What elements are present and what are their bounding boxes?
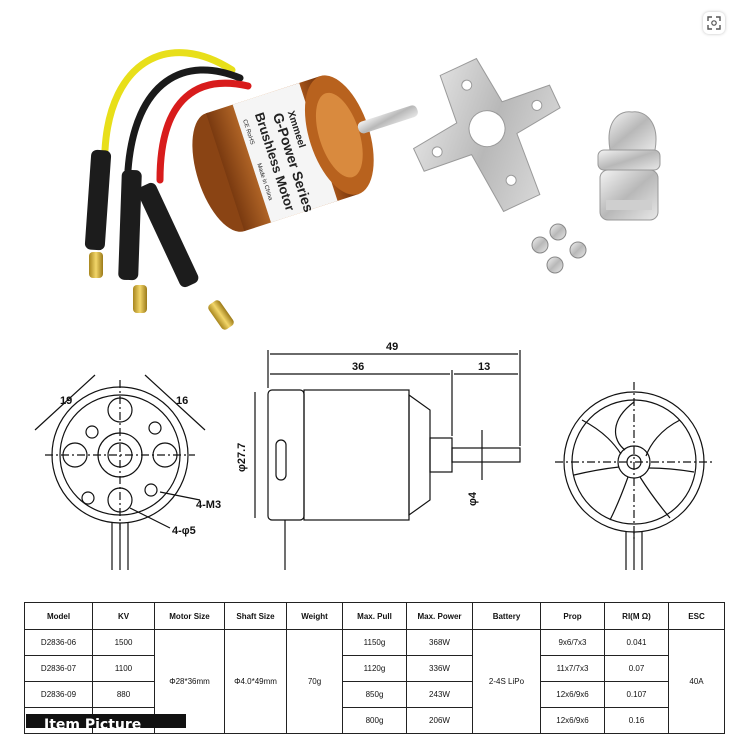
dim-shaft-dia: φ4 [467, 491, 479, 506]
cell-prop: 11x7/7x3 [540, 655, 605, 682]
dim-front-left: 19 [60, 395, 72, 407]
note-m3: 4-M3 [196, 499, 221, 511]
cell-prop: 9x6/7x3 [540, 629, 605, 656]
section-banner: Item Picture [26, 714, 186, 728]
dim-diameter: φ27.7 [236, 443, 248, 472]
prop-adapter [597, 111, 661, 221]
table-row: D2836-09 880 850g 243W 12x6/9x6 0.107 [24, 681, 725, 708]
motor-body: G-Power Series Brushless Motor Xmmeel CE… [192, 75, 418, 232]
rear-view [555, 382, 713, 570]
product-photo: G-Power Series Brushless Motor Xmmeel CE… [84, 49, 661, 330]
screws [531, 223, 587, 274]
header-prop: Prop [540, 602, 605, 630]
header-max-pull: Max. Pull [342, 602, 407, 630]
x-mount [412, 57, 561, 213]
cell-model: D2836-09 [24, 681, 93, 708]
cell-pull: 800g [342, 707, 407, 734]
cell-pull: 1120g [342, 655, 407, 682]
scan-icon[interactable] [703, 12, 725, 34]
cell-esc: 40A [668, 629, 725, 734]
cell-kv: 880 [92, 681, 155, 708]
dim-overall: 49 [386, 341, 398, 353]
dim-shaft: 13 [478, 361, 490, 373]
cell-ri: 0.107 [604, 681, 669, 708]
header-max-power: Max. Power [406, 602, 473, 630]
header-ri: RI(M Ω) [604, 602, 669, 630]
table-row: D2836-06 1500 Φ28*36mm Φ4.0*49mm 70g 115… [24, 629, 725, 734]
cell-power: 368W [406, 629, 473, 656]
header-kv: KV [92, 602, 155, 630]
dim-front-right: 16 [176, 395, 188, 407]
cell-ri: 0.16 [604, 707, 669, 734]
cell-model: D2836-07 [24, 655, 93, 682]
cell-kv: 1100 [92, 655, 155, 682]
table-header-row: Model KV Motor Size Shaft Size Weight Ma… [24, 602, 725, 630]
cell-power: 243W [406, 681, 473, 708]
technical-drawing: 19 16 4-M3 4-φ5 49 36 13 φ27.7 φ4 [34, 341, 713, 570]
cell-ri: 0.041 [604, 629, 669, 656]
cell-power: 336W [406, 655, 473, 682]
front-view [34, 374, 206, 570]
bullet-connectors [84, 149, 234, 330]
header-shaft-size: Shaft Size [224, 602, 287, 630]
cell-battery: 2-4S LiPo [472, 629, 541, 734]
note-holes: 4-φ5 [172, 525, 196, 537]
header-battery: Battery [472, 602, 541, 630]
header-weight: Weight [286, 602, 343, 630]
motor-wires [101, 49, 252, 184]
cell-model: D2836-06 [24, 629, 93, 656]
cell-prop: 12x6/9x6 [540, 681, 605, 708]
cell-pull: 1150g [342, 629, 407, 656]
cell-shaft-size: Φ4.0*49mm [224, 629, 287, 734]
header-model: Model [24, 602, 93, 630]
cell-kv: 1500 [92, 629, 155, 656]
cell-weight: 70g [286, 629, 343, 734]
cell-pull: 850g [342, 681, 407, 708]
dim-body: 36 [352, 361, 364, 373]
cell-prop: 12x6/9x6 [540, 707, 605, 734]
cell-motor-size: Φ28*36mm [154, 629, 225, 734]
cell-power: 206W [406, 707, 473, 734]
side-view [254, 350, 521, 570]
cell-ri: 0.07 [604, 655, 669, 682]
header-esc: ESC [668, 602, 725, 630]
table-row: D2836-07 1100 1120g 336W 11x7/7x3 0.07 [24, 655, 725, 682]
header-motor-size: Motor Size [154, 602, 225, 630]
